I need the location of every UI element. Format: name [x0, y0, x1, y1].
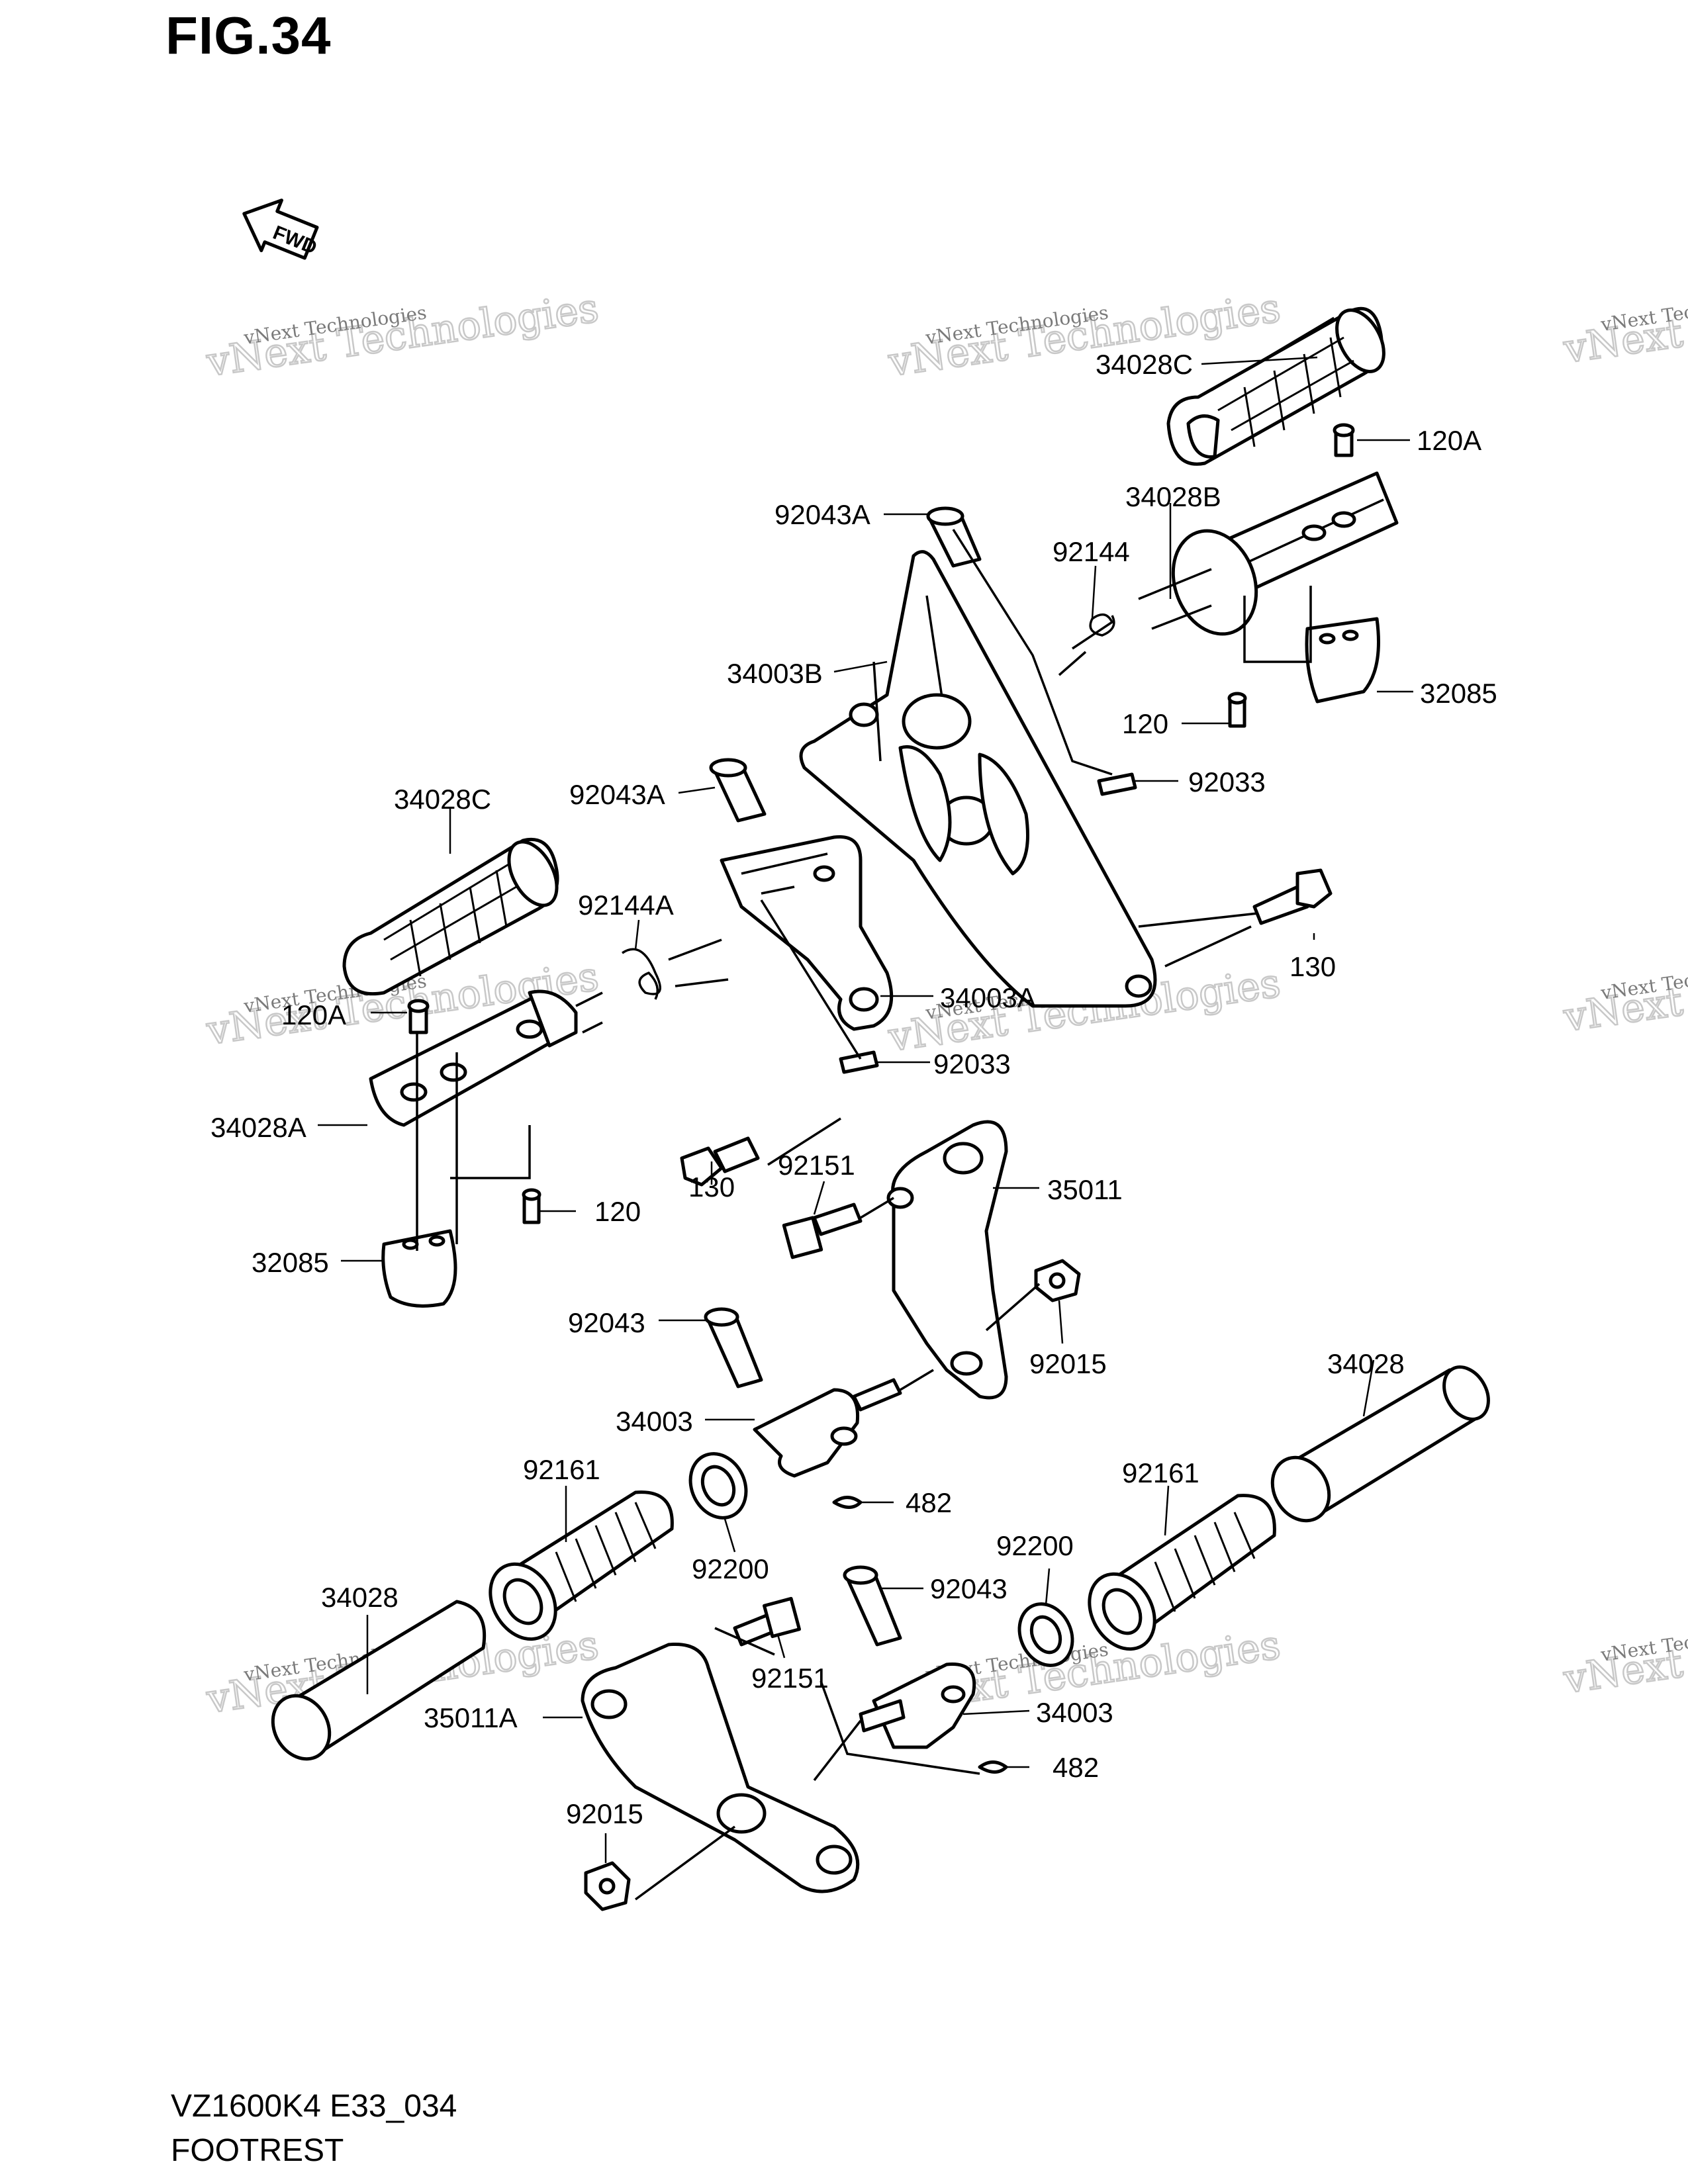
- washer-92200-right: [1017, 1602, 1074, 1667]
- bolt-92151-bottom: [733, 1596, 801, 1647]
- part-label: 92144: [1053, 536, 1130, 567]
- part-label: 32085: [1420, 678, 1497, 709]
- footrest-bracket-top-right: [1138, 471, 1399, 704]
- part-label: 120: [594, 1196, 641, 1227]
- nut-92015-right: [1034, 1259, 1081, 1302]
- part-label: 34003: [1036, 1697, 1113, 1728]
- part-label: 92043: [930, 1573, 1008, 1604]
- section-name: FOOTREST: [171, 2133, 344, 2168]
- pin-92043-mid: [843, 1565, 902, 1647]
- part-label: 130: [1289, 951, 1336, 982]
- part-label: 34028B: [1125, 481, 1221, 512]
- part-label: 92033: [933, 1048, 1011, 1079]
- footrest-holder-34003A: [720, 835, 894, 1031]
- part-label: 92144A: [578, 889, 674, 921]
- part-label: 35011: [1047, 1174, 1123, 1205]
- part-label: 34028: [1327, 1348, 1405, 1379]
- retainer-92033-top: [1097, 772, 1137, 796]
- model-code: VZ1600K4 E33_034: [171, 2089, 457, 2124]
- part-label: 482: [906, 1487, 952, 1518]
- part-label: 92015: [1029, 1348, 1107, 1379]
- nut-92015-left: [584, 1861, 631, 1911]
- bolt-120-top: [1227, 692, 1247, 728]
- washer-92200-left: [688, 1452, 748, 1520]
- label-leaders: [318, 356, 1413, 1863]
- part-label: 34003A: [940, 982, 1036, 1013]
- part-label: 120A: [1417, 425, 1481, 456]
- part-label: 34003: [616, 1406, 693, 1437]
- part-label: 92033: [1188, 766, 1266, 797]
- footrest-rubber-top-right: [1166, 306, 1385, 466]
- part-label: 92151: [778, 1150, 855, 1181]
- part-label: 35011A: [424, 1702, 518, 1733]
- footrest-holder-34003-right: [859, 1662, 976, 1749]
- part-label: 92043A: [569, 779, 665, 810]
- footrest-bracket-35011: [886, 1120, 1008, 1400]
- rubber-92161-left: [489, 1490, 674, 1641]
- footpeg-34028-right: [1270, 1365, 1490, 1523]
- footrest-rubber-left: [342, 837, 559, 996]
- part-label: 92043: [568, 1307, 645, 1338]
- part-label: 34028A: [211, 1112, 306, 1143]
- clip-482-bottom: [978, 1760, 1008, 1774]
- part-label: 34003B: [727, 658, 823, 689]
- part-label: 34028C: [394, 784, 491, 815]
- part-label: 120A: [281, 999, 346, 1030]
- part-label: 92015: [566, 1798, 643, 1829]
- footrest-34028A: [369, 989, 603, 1127]
- figure-title: FIG.34: [165, 6, 332, 65]
- pin-92043A-mid: [709, 758, 767, 823]
- fwd-arrow-icon: FWD: [242, 199, 320, 260]
- clip-482-top: [832, 1496, 863, 1509]
- footpeg-34028-left: [271, 1600, 487, 1761]
- main-footrest-plate: [799, 550, 1157, 1008]
- bolt-130-right: [1252, 868, 1333, 925]
- part-label: 92161: [1122, 1457, 1199, 1488]
- bolt-120A-left: [407, 999, 430, 1034]
- spring-92144A: [622, 948, 661, 1000]
- part-label: 34028C: [1096, 349, 1193, 380]
- part-label: 92200: [692, 1553, 769, 1584]
- part-labels: 34028C 120A 34028B 92043A 92144 34003B 3…: [211, 349, 1497, 1829]
- pin-92043-left: [704, 1307, 763, 1388]
- part-label: 92200: [996, 1530, 1074, 1561]
- assembly-lines: [416, 529, 1312, 1901]
- rubber-92161-right: [1088, 1494, 1276, 1651]
- bolt-120A-top: [1333, 423, 1355, 457]
- part-label: 34028: [321, 1582, 399, 1613]
- spring-92144: [1058, 613, 1115, 676]
- footrest-holder-34003-left: [753, 1378, 902, 1478]
- part-label: 482: [1053, 1752, 1099, 1783]
- part-label: 130: [688, 1171, 735, 1203]
- bolt-92151-top: [782, 1203, 863, 1259]
- footrest-bracket-35011A: [581, 1642, 860, 1893]
- part-label: 120: [1122, 708, 1168, 739]
- bolt-120-left: [522, 1188, 541, 1224]
- retainer-92033-mid: [839, 1050, 879, 1074]
- part-label: 92043A: [774, 499, 870, 530]
- part-label: 92161: [523, 1454, 600, 1485]
- footrest-tip-left: [381, 1229, 457, 1308]
- part-label: 32085: [252, 1247, 329, 1278]
- part-label: 92151: [751, 1662, 829, 1694]
